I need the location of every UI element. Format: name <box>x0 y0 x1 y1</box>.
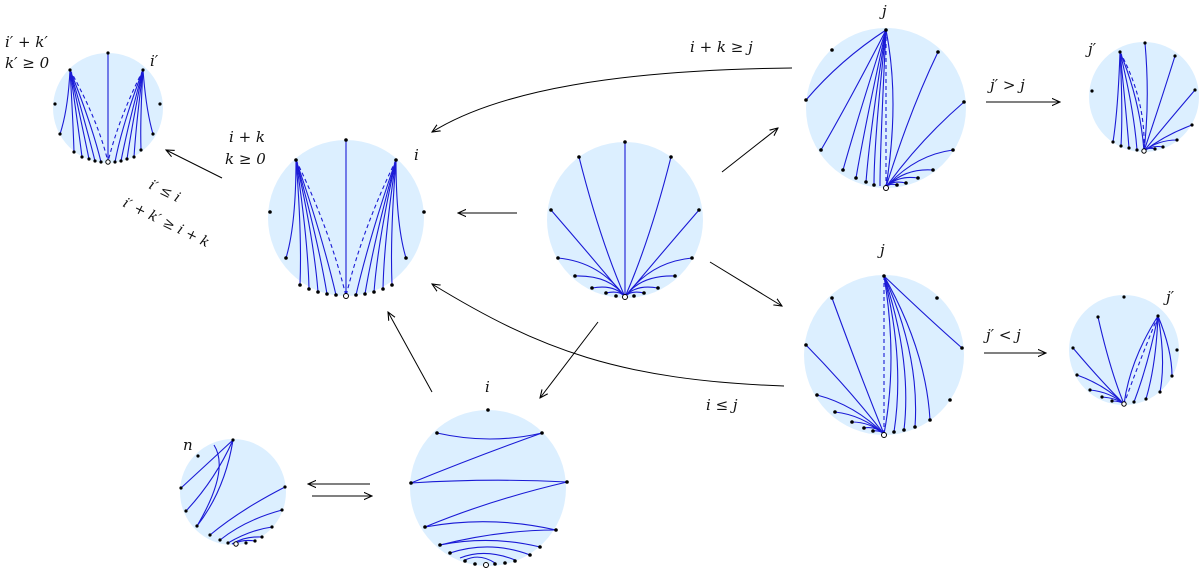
disk-bottom-center <box>409 408 569 568</box>
arrow-center-to-topright <box>721 128 778 173</box>
label-i-prime-leq-i: i′ ≤ i <box>146 177 182 206</box>
boundary-points <box>549 140 701 300</box>
label-j-prime-top: j′ <box>1085 40 1097 58</box>
arrow-bottom-to-left <box>388 312 433 393</box>
disk-right-middle <box>804 274 964 438</box>
label-k-prime-geq-0: k′ ≥ 0 <box>5 54 50 72</box>
label-i-prime-plus-k-prime: i′ + k′ <box>5 33 48 51</box>
disk-top-left <box>53 51 163 165</box>
arrow-center-to-bottom <box>540 321 599 398</box>
arrow-left-to-topleft <box>166 150 223 179</box>
label-n: n <box>183 436 193 454</box>
label-i-left: i <box>414 146 419 164</box>
label-j-top: j <box>879 2 887 20</box>
label-i-prime: i′ <box>150 52 159 70</box>
label-i-leq-j: i ≤ j <box>706 396 738 414</box>
label-j-mid: j <box>877 241 885 259</box>
arrow-rightmid-to-left <box>432 284 785 387</box>
arrow-center-to-rightmid <box>709 261 782 306</box>
label-i-prime-plus-k-prime-geq-i-plus-k: i′ + k′ ≥ i + k <box>120 195 212 251</box>
arrow-topright-to-left <box>432 67 793 132</box>
label-j-prime-lt-j: j′ < j <box>983 326 1021 344</box>
label-j-prime-gt-j: j′ > j <box>987 76 1025 94</box>
disk-far-top-right <box>1089 41 1199 154</box>
label-k-geq-0: k ≥ 0 <box>225 150 266 168</box>
disk-top-right <box>804 28 966 191</box>
disk-center <box>547 140 703 300</box>
arrows <box>166 67 1060 496</box>
disk-bottom-left <box>179 438 287 547</box>
label-i-plus-k-geq-j: i + k ≥ j <box>690 38 753 56</box>
label-i-bottom: i <box>485 378 490 396</box>
disk-far-right-middle <box>1069 295 1179 407</box>
label-i-plus-k: i + k <box>229 128 265 146</box>
disk-left-middle <box>268 138 426 299</box>
label-j-prime-mid: j′ <box>1163 288 1175 306</box>
